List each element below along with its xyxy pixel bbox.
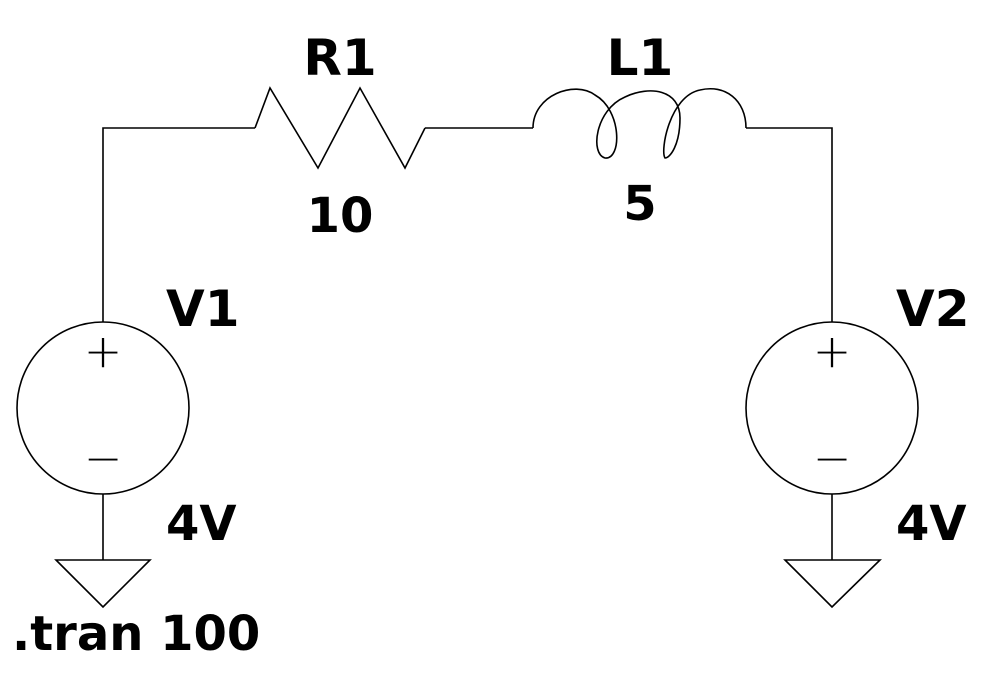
- wire-top-right: [746, 127, 833, 322]
- v2-plus-sign: +: [813, 324, 852, 378]
- v2-value-label[interactable]: 4V: [896, 496, 967, 552]
- v1-plus-sign: +: [84, 324, 123, 378]
- ground-v2-symbol[interactable]: [783, 559, 882, 609]
- l1-name-label[interactable]: L1: [607, 29, 674, 87]
- v1-name-label[interactable]: V1: [166, 280, 240, 338]
- r1-value-label[interactable]: 10: [307, 188, 374, 244]
- ground-v1-symbol[interactable]: [54, 559, 152, 609]
- v2-name-label[interactable]: V2: [896, 280, 970, 338]
- inductor-l1-symbol[interactable]: [532, 88, 747, 159]
- l1-value-label[interactable]: 5: [623, 176, 656, 232]
- wire-top-left: [102, 127, 255, 322]
- resistor-r1-symbol[interactable]: [254, 86, 426, 170]
- r1-name-label[interactable]: R1: [303, 29, 376, 87]
- voltage-source-v2[interactable]: + −: [745, 321, 919, 495]
- voltage-source-v1[interactable]: + −: [16, 321, 190, 495]
- v1-value-label[interactable]: 4V: [166, 496, 237, 552]
- v1-minus-sign: −: [84, 431, 123, 485]
- tran-directive[interactable]: .tran 100: [12, 606, 260, 662]
- v2-minus-sign: −: [813, 431, 852, 485]
